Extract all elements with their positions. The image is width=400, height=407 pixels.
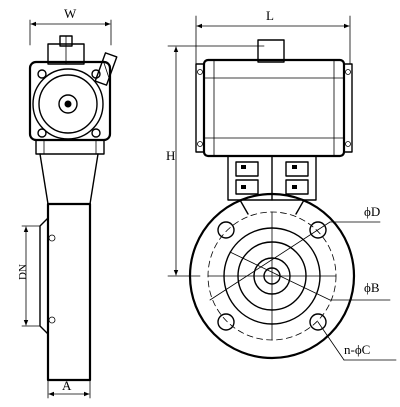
- bolt-hole-icon: [217, 221, 235, 239]
- coupling-left: [235, 161, 259, 177]
- side-view: W DN: [17, 6, 118, 399]
- flange-diameter-leader: ϕD: [209, 204, 381, 301]
- bolt-holes-label: n-ϕC: [344, 342, 370, 357]
- actuator-hub: [58, 94, 78, 114]
- height-label: H: [166, 148, 175, 163]
- a-label: A: [62, 378, 72, 393]
- valve-body-side: [46, 202, 92, 382]
- a-dimension: A: [47, 378, 91, 399]
- length-label: L: [266, 8, 274, 23]
- bolt-icon: [37, 69, 47, 79]
- dn-dimension: DN: [17, 225, 41, 327]
- bolt-hole-icon: [217, 313, 235, 331]
- bolt-holes-leader: n-ϕC: [317, 321, 397, 361]
- height-dimension: H: [166, 45, 265, 277]
- end-cap-left: [195, 63, 205, 153]
- actuator-front-body: [202, 58, 346, 158]
- length-dimension: L: [195, 8, 351, 65]
- coupling-right: [285, 161, 309, 177]
- actuator-dial-inner: [38, 74, 98, 134]
- disc-bulge: [39, 217, 49, 335]
- width-dimension: W: [29, 6, 112, 46]
- end-cap-right: [343, 63, 353, 153]
- bolt-hole-icon: [309, 221, 327, 239]
- actuator-dial-outer: [32, 68, 104, 140]
- actuator-shaft-front: [257, 39, 285, 63]
- width-label: W: [64, 6, 77, 21]
- mounting-bracket: [35, 139, 105, 155]
- front-view: L H: [166, 8, 397, 361]
- flange-diameter-label: ϕD: [364, 204, 380, 219]
- bolt-circle-label: ϕB: [364, 280, 380, 295]
- bolt-icon: [91, 128, 101, 138]
- neck-front: [239, 199, 305, 215]
- bolt-icon: [37, 128, 47, 138]
- bolt-hole-icon: [309, 313, 327, 331]
- valve-neck: [39, 153, 99, 205]
- limit-switch: [94, 52, 118, 86]
- bolt-circle-leader: ϕB: [229, 251, 391, 301]
- flange-outer: [188, 192, 356, 360]
- dn-label: DN: [17, 264, 29, 280]
